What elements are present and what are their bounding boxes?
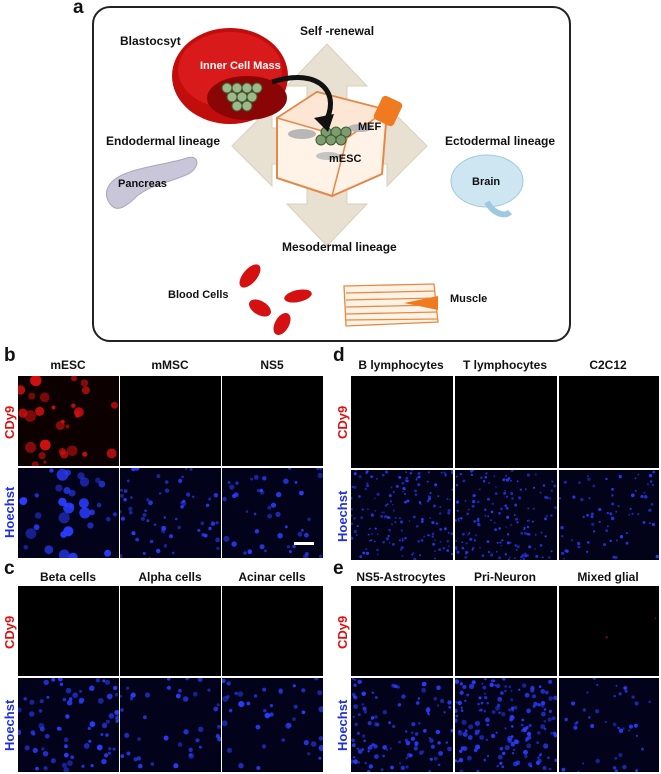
transfer-arrow	[271, 75, 333, 126]
micrograph-e-astro-cdy9	[351, 586, 453, 676]
panel-e-row-hoechst: Hoechst	[335, 699, 350, 751]
micrograph-d-t-lymph-hoechst	[455, 470, 557, 560]
ectodermal-label: Ectodermal lineage	[445, 134, 556, 148]
self-renewal-label: Self -renewal	[300, 24, 375, 38]
micrograph-d-c2c12-hoechst	[559, 470, 659, 560]
blastocyst-icon	[172, 28, 288, 124]
mef-label: MEF	[358, 121, 382, 133]
panel-b-col-3: NS5	[260, 358, 284, 372]
micrograph-b-ns5-cdy9	[222, 376, 323, 466]
panel-e-col-1: NS5-Astrocytes	[356, 570, 446, 584]
panel-d-col-2: T lymphocytes	[462, 358, 548, 372]
pancreas-icon	[105, 156, 198, 209]
panel-c-col-2: Alpha cells	[138, 570, 202, 584]
panel-b-col-2: mMSC	[151, 358, 189, 372]
scale-bar	[294, 542, 314, 545]
panel-label-a: a	[73, 0, 84, 18]
micrograph-c-beta-cdy9	[18, 586, 119, 676]
panel-d-col-3: C2C12	[589, 358, 627, 372]
panel-label-d: d	[333, 345, 345, 366]
micrograph-d-t-lymph-cdy9	[455, 376, 557, 468]
panel-b-row-cdy9: CDy9	[2, 405, 17, 439]
panel-b-row-hoechst: Hoechst	[2, 486, 17, 538]
micrograph-d-c2c12-cdy9	[559, 376, 659, 468]
inner-cell-mass-label: Inner Cell Mass	[200, 60, 281, 72]
micrograph-b-mmsc-cdy9	[120, 376, 221, 466]
blood-cells-icon	[239, 264, 312, 335]
micrograph-e-neuron-hoechst	[455, 678, 557, 772]
micrograph-b-mmsc-hoechst	[120, 468, 221, 558]
diagram-illustration	[105, 28, 524, 335]
micrograph-c-acinar-cdy9	[222, 586, 323, 676]
micrograph-b-ns5-hoechst	[222, 468, 323, 558]
panel-d-row-hoechst: Hoechst	[335, 490, 350, 542]
mesc-label: mESC	[329, 153, 362, 165]
brain-label: Brain	[472, 176, 501, 188]
diagram-frame	[92, 6, 571, 342]
micrograph-b-mesc-hoechst	[18, 468, 119, 558]
panel-label-e: e	[333, 558, 344, 579]
culture-dish-icon	[275, 90, 403, 198]
micrograph-e-neuron-cdy9	[455, 586, 557, 676]
micrograph-c-alpha-hoechst	[120, 678, 221, 772]
panel-label-b: b	[4, 345, 16, 366]
micrograph-b-mesc-cdy9	[18, 376, 119, 466]
brain-icon	[450, 154, 524, 218]
micrograph-d-b-lymph-cdy9	[351, 376, 453, 468]
muscle-icon	[343, 283, 439, 327]
pancreas-label: Pancreas	[118, 178, 167, 190]
mesodermal-label: Mesodermal lineage	[282, 240, 397, 254]
panel-e-row-cdy9: CDy9	[335, 615, 350, 649]
micrograph-e-glial-cdy9	[559, 586, 659, 676]
blastocyst-label: Blastocsyt	[120, 34, 181, 48]
blood-cells-label: Blood Cells	[168, 289, 229, 301]
panel-e-col-2: Pri-Neuron	[473, 570, 536, 584]
panel-e-col-3: Mixed glial	[577, 570, 639, 584]
micrograph-e-glial-hoechst	[559, 678, 659, 772]
panel-d-col-1: B lymphocytes	[358, 358, 444, 372]
panel-c-row-cdy9: CDy9	[2, 615, 17, 649]
panel-label-c: c	[4, 558, 15, 579]
micrograph-c-acinar-hoechst	[222, 678, 323, 772]
micrograph-c-beta-hoechst	[18, 678, 119, 772]
muscle-label: Muscle	[450, 293, 488, 305]
micrograph-d-b-lymph-hoechst	[351, 470, 453, 560]
panel-c-col-1: Beta cells	[39, 570, 97, 584]
micrograph-c-alpha-cdy9	[120, 586, 221, 676]
panel-c-row-hoechst: Hoechst	[2, 699, 17, 751]
micrograph-e-astro-hoechst	[351, 678, 453, 772]
endodermal-label: Endodermal lineage	[106, 134, 221, 148]
panel-b-col-1: mESC	[50, 358, 86, 372]
panel-d-row-cdy9: CDy9	[335, 405, 350, 439]
panel-c-col-3: Acinar cells	[238, 570, 306, 584]
